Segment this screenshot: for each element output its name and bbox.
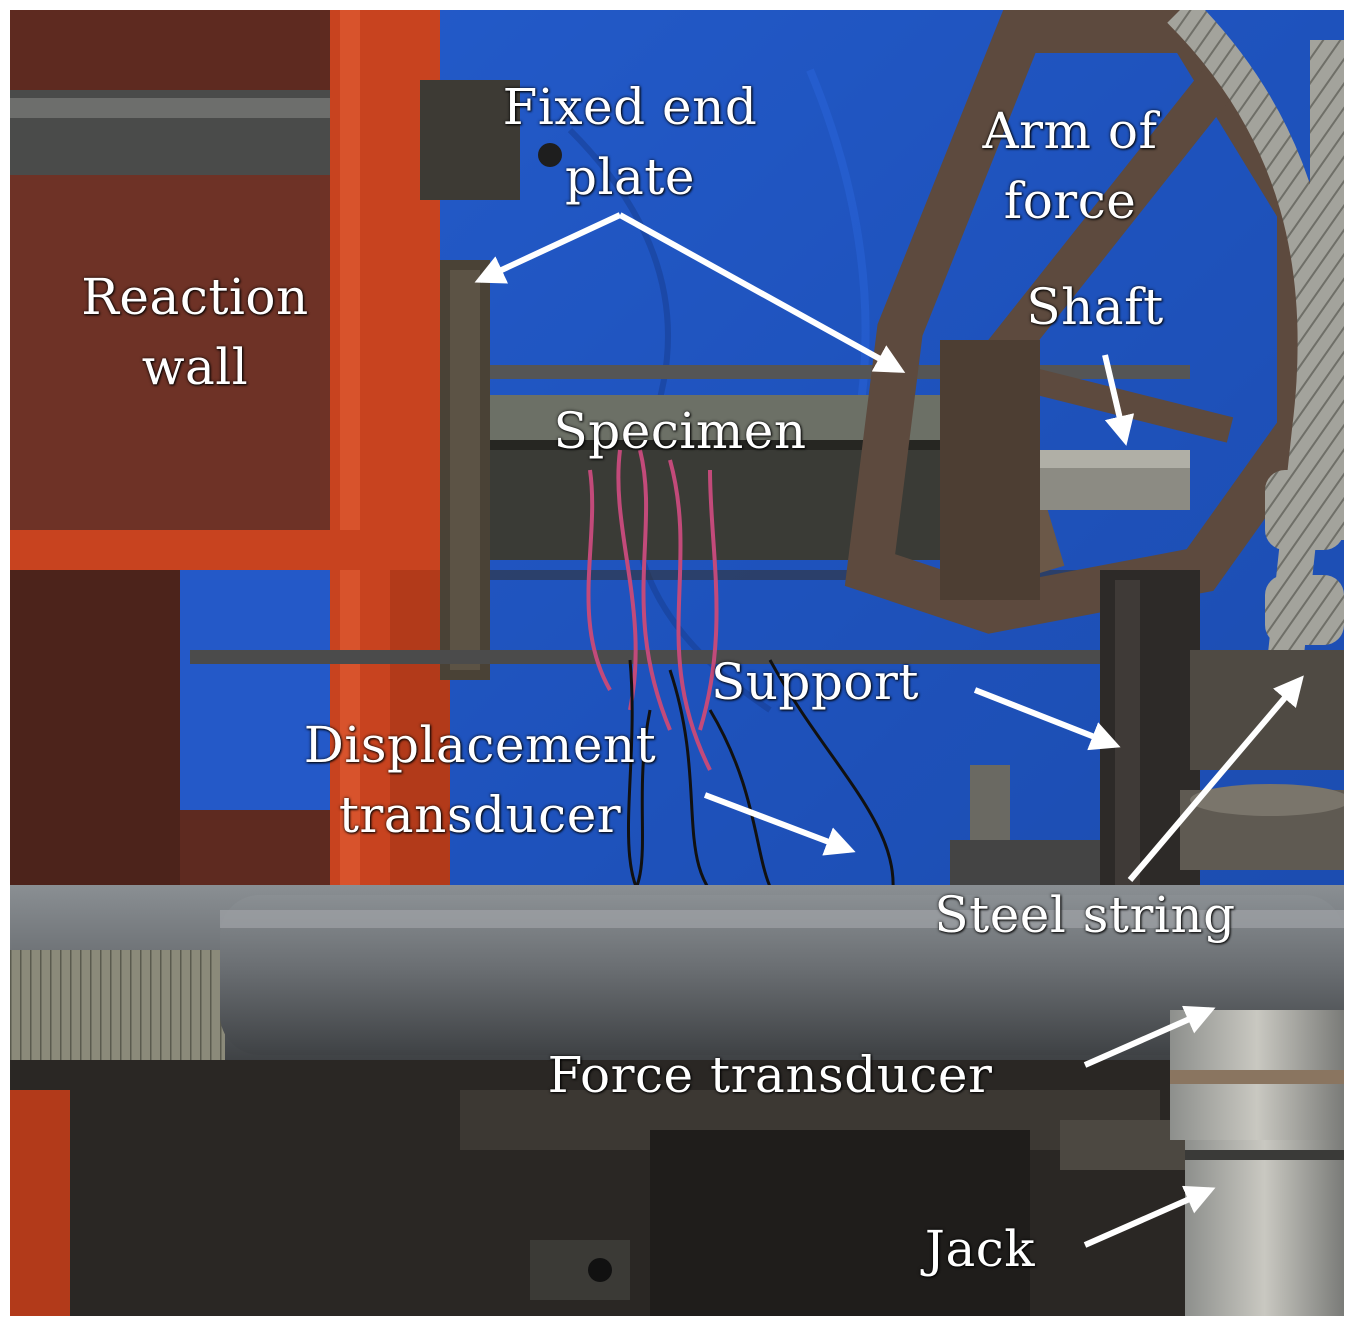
arrow-force-transducer: [1083, 1005, 1216, 1068]
label-arm-of-force: Arm of force: [982, 102, 1158, 230]
jack-body: [1185, 1140, 1344, 1316]
annotation-arrows: [474, 212, 1304, 1248]
arrow-fixed-end-plate-left: [474, 212, 622, 284]
label-reaction-wall: Reaction wall: [81, 268, 309, 396]
arrow-shaft: [1102, 354, 1135, 446]
label-jack: Jack: [924, 1220, 1036, 1278]
arrow-fixed-end-plate-right: [618, 212, 906, 373]
photo-frame: Fixed end plate Arm of force Reaction wa…: [10, 10, 1344, 1316]
arrow-displacement-transducer: [703, 792, 856, 856]
wires: [586, 449, 719, 771]
label-fixed-end-plate: Fixed end plate: [502, 78, 758, 206]
reaction-frame-beam: [10, 530, 430, 570]
label-steel-string: Steel string: [934, 886, 1236, 944]
label-displacement-transducer: Displacement transducer: [303, 716, 657, 844]
test-setup-photo: [10, 10, 1344, 1316]
arrow-jack: [1083, 1185, 1216, 1248]
label-shaft: Shaft: [1026, 278, 1164, 336]
label-support: Support: [710, 653, 920, 711]
label-specimen: Specimen: [553, 402, 807, 460]
arrow-steel-string: [1127, 675, 1304, 882]
label-force-transducer: Force transducer: [547, 1046, 993, 1104]
arrow-support: [973, 687, 1121, 751]
